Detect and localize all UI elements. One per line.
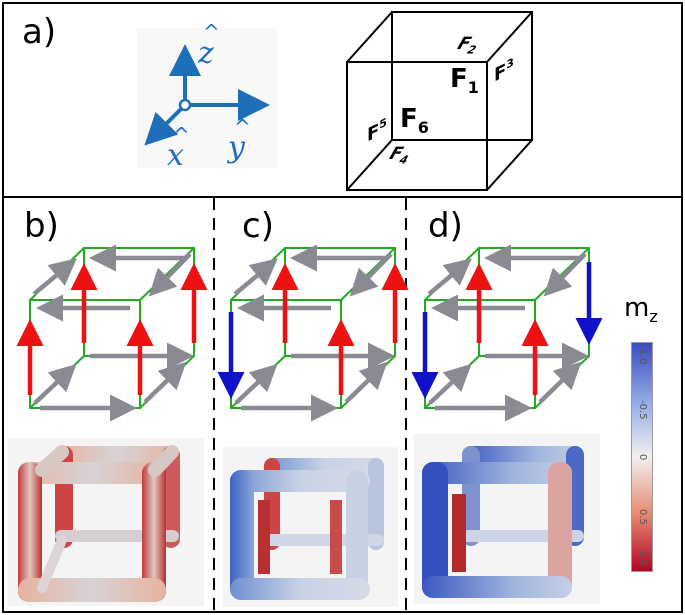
panel-label-a: a) [22, 12, 57, 52]
colorbar-gradient [631, 342, 653, 572]
panel-label-b: b) [24, 206, 59, 246]
axis-z-hat: ^ [203, 20, 220, 44]
colorbar-tick-3: 0.5 [637, 509, 648, 525]
render-b [8, 438, 204, 606]
render-d [414, 434, 600, 604]
panel-label-c: c) [242, 206, 274, 246]
axis-x-hat: ^ [173, 123, 190, 147]
axis-y-label: y [228, 130, 245, 165]
panel-label-d: d) [428, 206, 463, 246]
render-c [223, 447, 398, 607]
axis-y-hat: ^ [234, 115, 251, 139]
colorbar-tick-2: 0 [637, 454, 648, 461]
colorbar-tick-4: 1.0 [637, 550, 648, 566]
colorbar-tick-1: -0.5 [637, 400, 648, 420]
axis-x-label: x [167, 138, 184, 173]
colorbar-title: mz [624, 293, 658, 327]
panels-bcd-frame [2, 196, 683, 613]
colorbar-tick-0: -1.0 [637, 345, 648, 365]
axis-z-label: z [198, 36, 214, 71]
face-label-f1: F1 [450, 64, 479, 98]
face-label-f6: F6 [400, 104, 429, 138]
